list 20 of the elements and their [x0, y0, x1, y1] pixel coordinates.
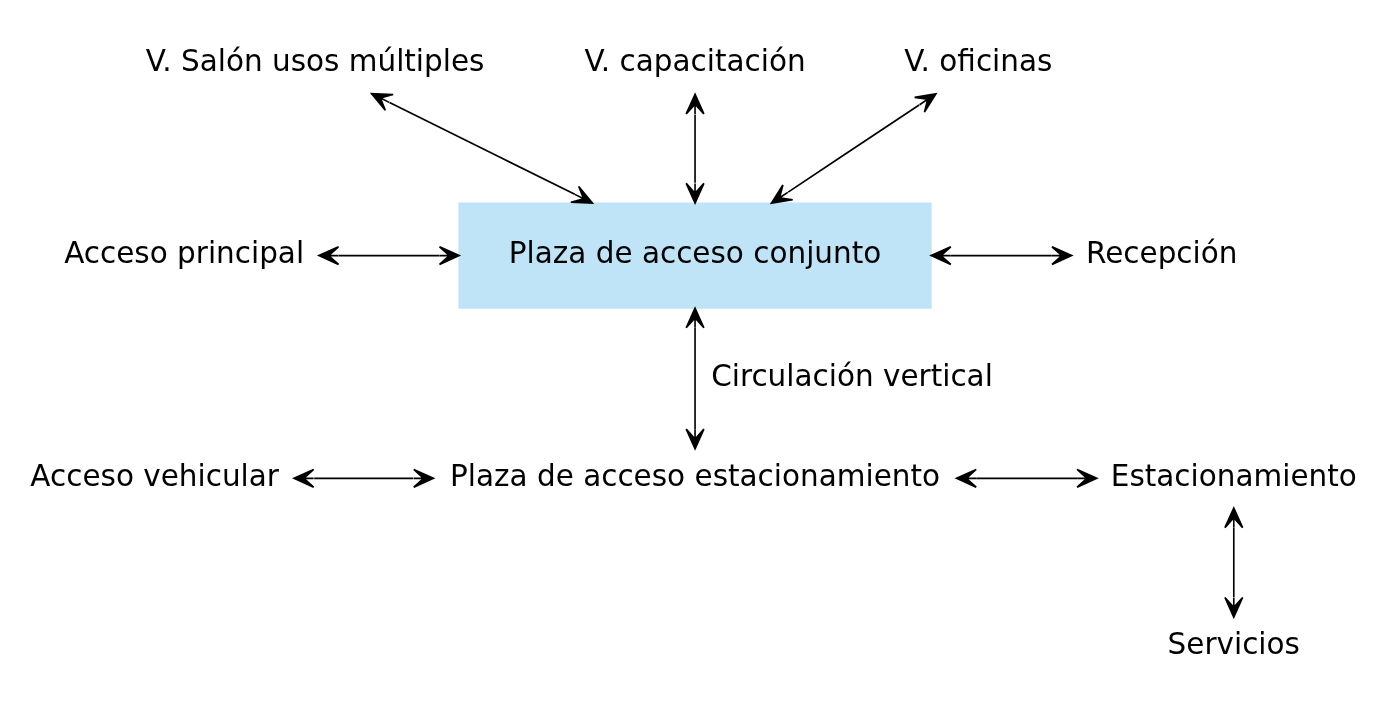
arrow — [955, 468, 1098, 488]
node-text: V. capacitación — [584, 43, 806, 78]
edge-label: Circulación vertical — [711, 358, 993, 393]
arrow — [685, 306, 705, 450]
node-text: Servicios — [1167, 626, 1300, 661]
node-text: Acceso vehicular — [30, 458, 279, 493]
arrow — [685, 92, 705, 204]
arrow — [930, 245, 1073, 265]
arrow — [1224, 506, 1244, 618]
node-text: V. oficinas — [904, 43, 1053, 78]
node-text: Plaza de acceso estacionamiento — [450, 458, 941, 493]
arrow — [370, 92, 594, 204]
node-text: V. Salón usos múltiples — [145, 43, 485, 78]
node-text: Estacionamiento — [1110, 458, 1357, 493]
arrow — [293, 468, 435, 488]
arrow — [318, 245, 460, 265]
node-box: Plaza de acceso conjunto — [458, 201, 932, 309]
node-text: Acceso principal — [64, 235, 305, 270]
arrow — [770, 92, 937, 204]
node-text: Recepción — [1086, 235, 1238, 270]
